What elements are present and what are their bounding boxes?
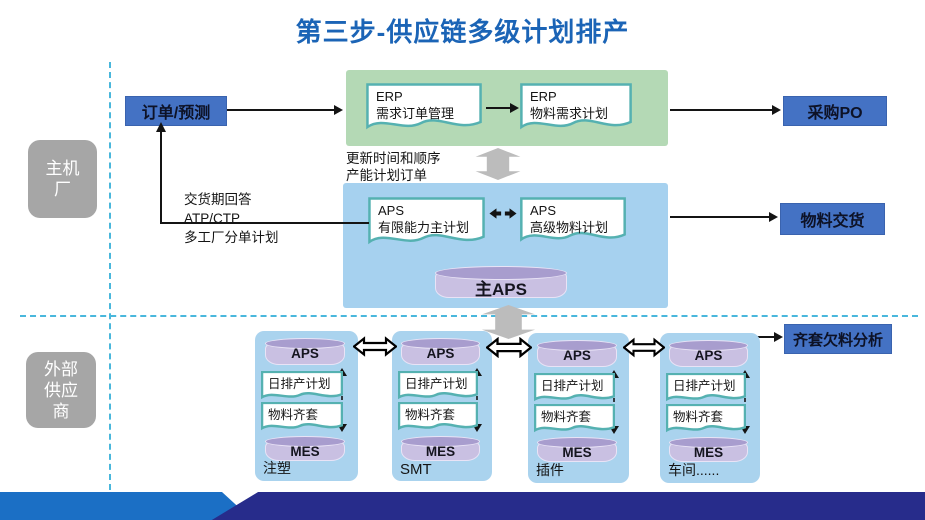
- material-kit-doc: 物料齐套: [398, 402, 478, 433]
- material-kit-doc: 物料齐套: [534, 404, 615, 435]
- arrow-aps-to-delivery-icon: [670, 212, 778, 222]
- cylinder-top-ellipse: [669, 437, 748, 448]
- main-aps-label: 主APS: [475, 280, 527, 299]
- document-shape-icon: [398, 402, 478, 433]
- cylinder-top-ellipse: [669, 340, 748, 351]
- aps-finite-capacity-doc: APS 有限能力主计划: [368, 197, 485, 250]
- lane-supplier-line1: 外部: [44, 359, 78, 379]
- double-arrow-icon: [623, 337, 665, 358]
- page-title: 第三步-供应链多级计划排产: [295, 17, 630, 47]
- kit-shortage-analysis-box: 齐套欠料分析: [784, 324, 892, 354]
- swap-arrows-icon: [489, 208, 517, 219]
- erp-mrp-line1: ERP: [530, 89, 557, 104]
- arrow-order-to-erp-icon: [227, 105, 343, 115]
- document-shape-icon: [666, 373, 746, 404]
- station-mes-cylinder: MES: [669, 437, 748, 462]
- aps-finite-line1: APS: [378, 203, 405, 218]
- lane-supplier-line2: 供应: [44, 380, 78, 400]
- up-down-arrow-icon: [475, 148, 521, 180]
- lane-oem-line1: 主机: [45, 159, 80, 178]
- station-mes-cylinder: MES: [265, 436, 345, 461]
- erp-mrp-line2: 物料需求计划: [530, 106, 609, 121]
- station-column-chajian: APS 日排产计划 物料齐套 MES 插件: [528, 333, 629, 483]
- daily-plan-doc: 日排产计划: [261, 371, 343, 402]
- note-update-line1: 更新时间和顺序: [346, 151, 441, 166]
- daily-plan-doc: 日排产计划: [534, 373, 615, 404]
- lane-supplier-line3: 商: [52, 401, 70, 421]
- station-aps-cylinder: APS: [265, 338, 345, 365]
- aps-adv-line1: APS: [530, 203, 557, 218]
- arrow-col-to-analysis-icon: [757, 332, 783, 342]
- station-column-workshop: APS 日排产计划 物料齐套 MES 车间......: [660, 333, 760, 483]
- material-delivery-box: 物料交货: [780, 203, 885, 235]
- cylinder-top-ellipse: [435, 266, 567, 280]
- erp-demand-order-doc: ERP 需求订单管理: [366, 83, 482, 135]
- daily-plan-doc: 日排产计划: [666, 373, 746, 404]
- station-aps-cylinder: APS: [537, 340, 617, 367]
- station-label: 插件: [536, 462, 564, 478]
- note-update-sequence: 更新时间和顺序 产能计划订单: [346, 150, 441, 184]
- double-arrow-icon: [353, 336, 397, 357]
- document-shape-icon: [261, 402, 343, 433]
- note-delivery-reply: 交货期回答 ATP/CTP 多工厂分单计划: [184, 190, 279, 247]
- purchase-po-box: 采购PO: [783, 96, 887, 126]
- station-column-zhusu: APS 日排产计划 物料齐套 MES 注塑: [255, 331, 358, 481]
- footer-accent-bar: [0, 492, 253, 520]
- note-reply-line3: 多工厂分单计划: [184, 230, 279, 245]
- vertical-dashed-divider: [109, 62, 111, 490]
- horizontal-dashed-divider: [20, 315, 918, 317]
- material-kit-doc: 物料齐套: [261, 402, 343, 433]
- station-aps-cylinder: APS: [401, 338, 480, 365]
- erp-demand-line2: 需求订单管理: [376, 106, 455, 121]
- aps-advanced-material-doc: APS 高级物料计划: [520, 197, 626, 247]
- note-reply-line1: 交货期回答: [184, 192, 252, 207]
- lane-external-supplier: 外部 供应 商: [26, 352, 96, 428]
- cylinder-top-ellipse: [537, 437, 617, 448]
- erp-mrp-doc: ERP 物料需求计划: [520, 83, 632, 135]
- daily-plan-doc: 日排产计划: [398, 371, 478, 402]
- erp-demand-line1: ERP: [376, 89, 403, 104]
- station-aps-cylinder: APS: [669, 340, 748, 367]
- document-shape-icon: [398, 371, 478, 402]
- material-kit-doc: 物料齐套: [666, 404, 746, 435]
- document-shape-icon: [534, 373, 615, 404]
- station-label: SMT: [400, 461, 432, 478]
- station-label: 车间......: [668, 462, 720, 478]
- cylinder-top-ellipse: [537, 340, 617, 351]
- station-label: 注塑: [263, 460, 291, 476]
- feedback-arrow-up-icon: [156, 122, 166, 224]
- footer-navy-bar: [211, 492, 925, 520]
- aps-adv-line2: 高级物料计划: [530, 220, 609, 235]
- up-down-arrow-icon: [481, 305, 536, 339]
- station-column-smt: APS 日排产计划 物料齐套 MES SMT: [392, 331, 492, 481]
- note-update-line2: 产能计划订单: [346, 168, 427, 183]
- lane-oem-line2: 厂: [54, 180, 71, 199]
- note-reply-line2: ATP/CTP: [184, 211, 241, 226]
- aps-finite-line2: 有限能力主计划: [378, 220, 470, 235]
- lane-oem-factory: 主机 厂: [28, 140, 97, 218]
- feedback-line-horizontal: [161, 222, 369, 224]
- cylinder-top-ellipse: [265, 436, 345, 447]
- document-shape-icon: [520, 197, 626, 247]
- document-shape-icon: [366, 83, 482, 135]
- cylinder-top-ellipse: [401, 338, 480, 349]
- document-shape-icon: [534, 404, 615, 435]
- document-shape-icon: [261, 371, 343, 402]
- order-forecast-box: 订单/预测: [125, 96, 227, 126]
- cylinder-top-ellipse: [401, 436, 480, 447]
- cylinder-top-ellipse: [265, 338, 345, 349]
- main-aps-cylinder: 主APS: [435, 266, 567, 299]
- double-arrow-icon: [486, 337, 532, 358]
- document-shape-icon: [368, 197, 485, 250]
- station-mes-cylinder: MES: [401, 436, 480, 461]
- arrow-erp-to-erp-icon: [486, 103, 519, 113]
- station-mes-cylinder: MES: [537, 437, 617, 462]
- document-shape-icon: [666, 404, 746, 435]
- arrow-erp-to-po-icon: [670, 105, 781, 115]
- document-shape-icon: [520, 83, 632, 135]
